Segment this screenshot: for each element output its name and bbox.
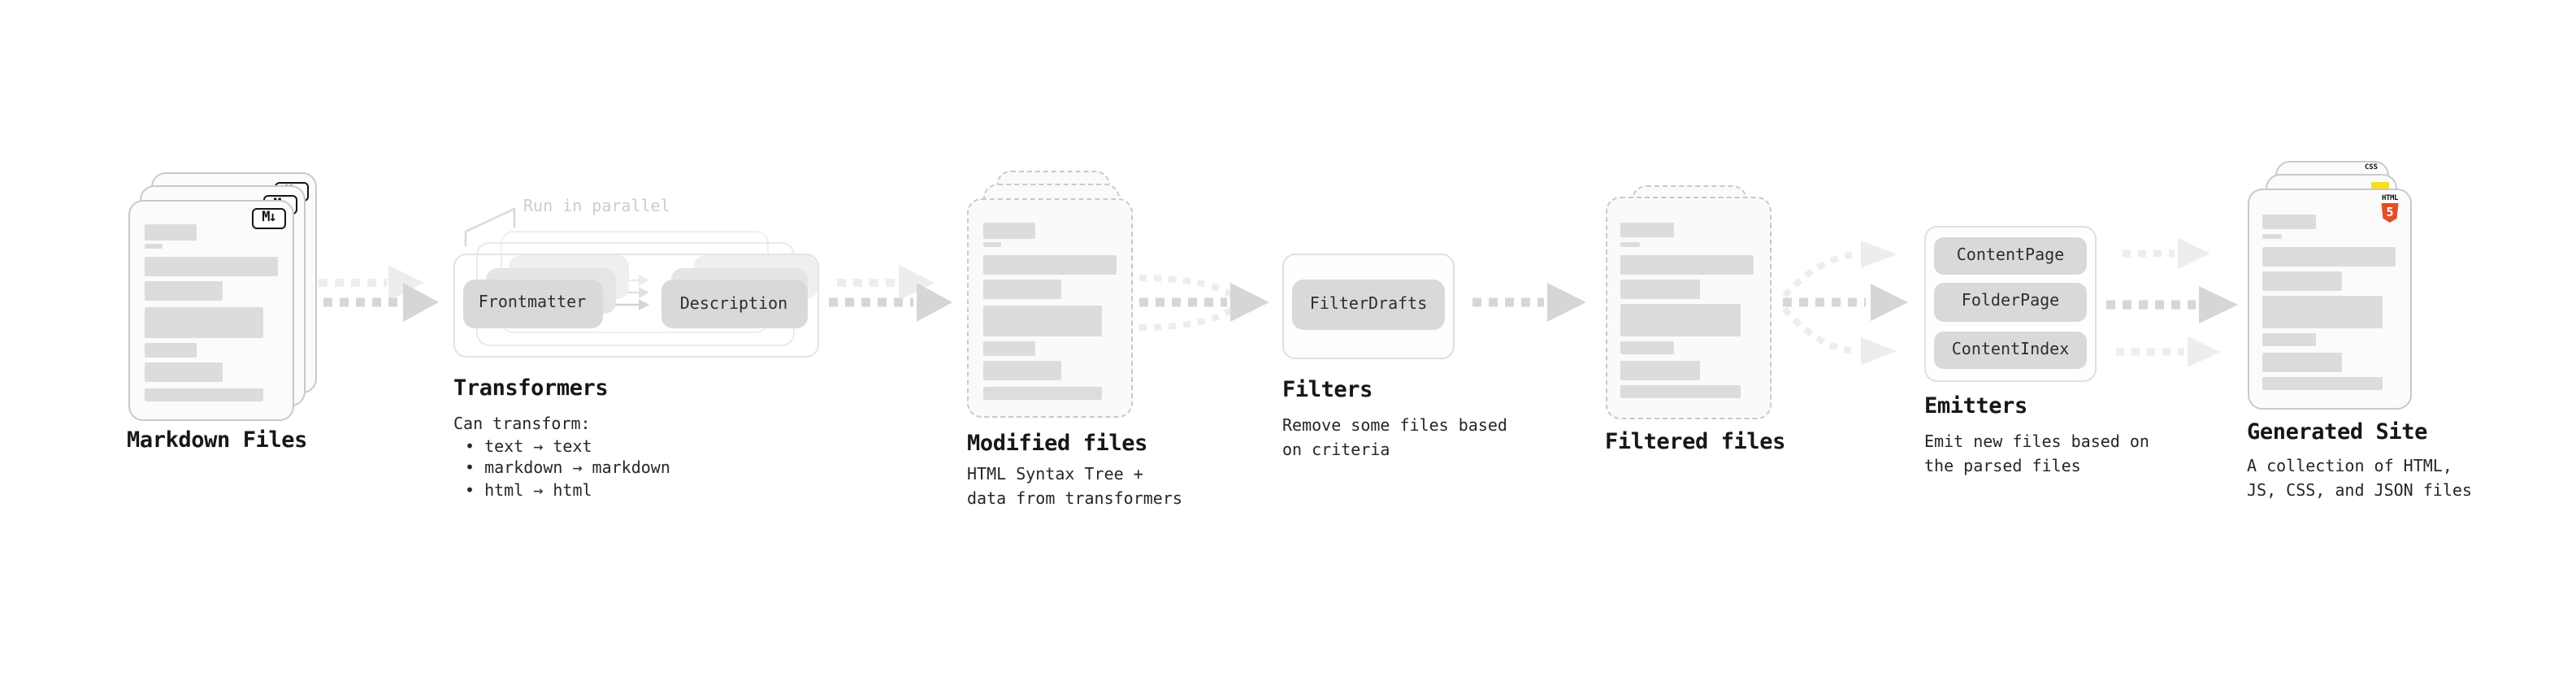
run-in-parallel-note: Run in parallel <box>523 198 670 216</box>
bullet-item: • text → text <box>465 438 592 456</box>
caption-line: Remove some files based <box>1282 417 1507 435</box>
skeleton-text-bar <box>2262 296 2382 327</box>
bullet-item: • html → html <box>465 482 592 500</box>
arrow-markdown-to-transformers <box>307 265 439 322</box>
skeleton-text-bar <box>1620 360 1699 380</box>
stage-title-emitters: Emitters <box>1924 393 2027 419</box>
stage-title-filters: Filters <box>1282 376 1373 402</box>
skeleton-text-bar <box>982 223 1035 238</box>
stage-title-markdown-files: Markdown Files <box>127 427 307 453</box>
emitter-node-contentindex: ContentIndex <box>1934 332 2087 368</box>
skeleton-text-bar <box>1620 254 1754 274</box>
skeleton-text-bar <box>1620 279 1699 298</box>
skeleton-text-bar <box>2262 377 2382 390</box>
caption-line: data from transformers <box>967 491 1182 509</box>
emitters-caption: Emit new files based on the parsed files <box>1924 430 2149 479</box>
modified-file-card <box>967 197 1132 417</box>
caption-line: the parsed files <box>1924 458 2081 475</box>
skeleton-text-bar <box>2262 214 2315 229</box>
arrow-modified-to-filters <box>1138 275 1269 331</box>
run-in-parallel-leader-line <box>464 206 516 246</box>
skeleton-text-bar <box>1620 222 1673 237</box>
generated-site-caption: A collection of HTML, JS, CSS, and JSON … <box>2247 454 2472 503</box>
skeleton-text-bar <box>2262 246 2396 266</box>
skeleton-text-bar <box>144 281 223 301</box>
filtered-file-card <box>1605 197 1772 419</box>
css-icon-label: CSS <box>2364 164 2379 172</box>
emitter-node-contentpage: ContentPage <box>1934 237 2087 274</box>
js-icon <box>2371 181 2389 189</box>
html5-icon-label: HTML <box>2381 194 2399 202</box>
skeleton-text-bar <box>144 362 223 382</box>
skeleton-text-bar <box>1620 304 1740 336</box>
html5-icon-shield: 5 <box>2381 203 2399 223</box>
skeleton-text-bar <box>982 361 1061 380</box>
skeleton-text-bar <box>144 388 263 401</box>
stage-title-transformers: Transformers <box>453 375 609 401</box>
caption-line: A collection of HTML, <box>2247 458 2452 475</box>
skeleton-text-bar <box>2262 332 2315 346</box>
transformer-node-description: Description <box>661 280 807 328</box>
skeleton-text-bar <box>1620 340 1673 354</box>
skeleton-text-bar <box>982 341 1035 355</box>
filter-node-filterdrafts: FilterDrafts <box>1292 279 1445 329</box>
arrow-emitters-to-site <box>2106 238 2238 367</box>
skeleton-text-bar <box>1620 385 1740 398</box>
arrow-filtered-to-emitters <box>1781 241 1908 365</box>
html5-icon: HTML 5 <box>2380 194 2400 223</box>
modified-files-caption: HTML Syntax Tree + data from transformer… <box>967 463 1182 512</box>
skeleton-text-bar <box>982 386 1102 399</box>
caption-line: JS, CSS, and JSON files <box>2247 482 2472 500</box>
skeleton-text-bar <box>982 305 1102 336</box>
transformers-caption-title: Can transform: <box>453 416 591 434</box>
skeleton-text-bar <box>2262 352 2341 371</box>
skeleton-text-bar <box>1620 241 1639 246</box>
stage-title-modified-files: Modified files <box>967 430 1147 456</box>
stage-title-generated-site: Generated Site <box>2247 419 2427 445</box>
transformer-layer-front <box>453 254 819 358</box>
skeleton-text-bar <box>982 280 1061 299</box>
arrow-transformers-to-modified <box>829 265 952 322</box>
skeleton-text-bar <box>144 224 197 240</box>
markdown-icon: M↓ <box>252 208 285 228</box>
html5-icon-number: 5 <box>2386 205 2394 220</box>
skeleton-text-bar <box>2262 271 2341 290</box>
markdown-file-card: M↓ <box>128 199 294 420</box>
caption-line: Emit new files based on <box>1924 433 2149 451</box>
skeleton-text-bar <box>982 255 1116 275</box>
skeleton-text-bar <box>144 343 197 357</box>
arrow-filters-to-filtered <box>1472 283 1586 322</box>
skeleton-text-bar <box>144 244 163 249</box>
skeleton-text-bar <box>144 306 263 338</box>
filters-caption: Remove some files based on criteria <box>1282 414 1507 462</box>
caption-line: on criteria <box>1282 441 1390 459</box>
site-file-card: HTML 5 <box>2247 189 2412 409</box>
emitter-node-folderpage: FolderPage <box>1934 283 2087 321</box>
transformers-bullet-list: • text → text • markdown → markdown • ht… <box>465 436 670 502</box>
stage-title-filtered-files: Filtered files <box>1605 428 1785 454</box>
bullet-item: • markdown → markdown <box>465 460 670 478</box>
skeleton-text-bar <box>982 242 1001 247</box>
skeleton-text-bar <box>2262 233 2281 238</box>
skeleton-text-bar <box>144 257 277 276</box>
transformer-node-frontmatter: Frontmatter <box>462 280 602 327</box>
caption-line: HTML Syntax Tree + <box>967 466 1143 484</box>
